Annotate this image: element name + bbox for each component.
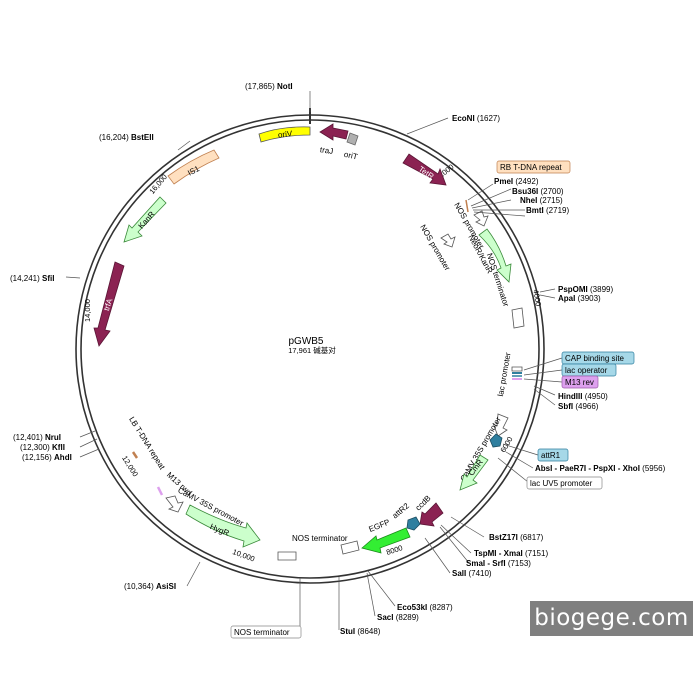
label-box-nos-terminator: NOS terminator <box>230 625 302 639</box>
label-box-m13-rev: M13 rev <box>561 375 599 389</box>
plasmid-size: 17,961 碱基对 <box>288 345 336 355</box>
site-apai: ApaI (3903) <box>558 294 601 303</box>
site-pspomi: PspOMI (3899) <box>558 285 613 294</box>
feature-label-nos-promoter-1: NOS promoter <box>452 201 486 250</box>
feature-orit: oriT <box>343 132 359 162</box>
feature-nos-terminator-2: NOS terminator <box>292 534 360 555</box>
svg-text:attR1: attR1 <box>541 451 561 460</box>
site-bmti: BmtI (2719) <box>526 206 569 215</box>
site-noti: (17,865) NotI <box>245 82 293 91</box>
site-econi: EcoNI (1627) <box>452 114 500 123</box>
feature-label-attr2: attR2 <box>390 501 411 521</box>
svg-text:lac UV5 promoter: lac UV5 promoter <box>530 479 593 488</box>
site-sfii: (14,241) SfiI <box>10 274 54 283</box>
site-nhei: NheI (2715) <box>520 196 563 205</box>
feature-label-nos-promoter-2: NOS promoter <box>418 223 452 272</box>
feature-oriv: oriV <box>258 126 311 143</box>
label-box-attr1: attR1 <box>537 448 569 462</box>
site-pmei: PmeI (2492) <box>494 177 539 186</box>
site-bstz17i: BstZ17I (6817) <box>489 533 544 542</box>
tick-10000: 10,000 <box>231 547 256 563</box>
site-bsu36i: Bsu36I (2700) <box>512 187 564 196</box>
site-ahdi: (12,156) AhdI <box>22 453 72 462</box>
feature-is1: IS1 <box>167 149 220 185</box>
site-bsteii: (16,204) BstEII <box>99 133 154 142</box>
site-hindiii: HindIII (4950) <box>558 392 608 401</box>
site-nrui: (12,401) NruI <box>13 433 61 442</box>
feature-tetr: TetR <box>402 153 447 186</box>
feature-label-trfa: trfA <box>102 297 115 312</box>
plasmid-name: pGWB5 <box>288 336 323 347</box>
feature-m13-fwd: M13 rwd <box>156 470 194 497</box>
site-connectors <box>65 91 563 630</box>
svg-text:lac operator: lac operator <box>565 366 608 375</box>
feature-trfa: trfA <box>93 261 125 347</box>
svg-text:CAP binding site: CAP binding site <box>565 354 625 363</box>
feature-label-egfp: EGFP <box>368 517 392 534</box>
feature-nos-promoter-2: NOS promoter <box>418 223 456 272</box>
tick-4000: 4000 <box>531 289 543 307</box>
watermark-logo: biogege.com <box>530 601 693 636</box>
svg-text:NOS terminator: NOS terminator <box>234 628 290 637</box>
feature-attr1 <box>489 433 503 448</box>
site-kfli: (12,300) KflI <box>20 443 65 452</box>
label-box-lac-uv5: lac UV5 promoter <box>526 476 603 490</box>
svg-text:M13 rev: M13 rev <box>565 378 594 387</box>
feature-traj: traJ <box>319 123 349 156</box>
site-smai: SmaI - SrfI (7153) <box>466 559 531 568</box>
feature-lac-promoter: lac promoter <box>496 351 523 397</box>
tick-14000: 14,000 <box>83 299 92 322</box>
svg-text:RB T-DNA repeat: RB T-DNA repeat <box>500 163 562 172</box>
site-absi: AbsI - PaeR7I - PspXI - XhoI (5956) <box>535 464 666 473</box>
site-eco53ki: Eco53kI (8287) <box>397 603 453 612</box>
site-tspmi: TspMI - XmaI (7151) <box>474 549 548 558</box>
feature-kanr-left: KanR <box>123 196 167 243</box>
label-box-rb-tdna: RB T-DNA repeat <box>496 160 571 174</box>
feature-label-camv-promoter-1: CaMV 35S promoter <box>459 415 503 483</box>
feature-label-oriv: oriV <box>278 129 294 140</box>
label-box-cap-site: CAP binding site <box>561 351 635 365</box>
site-sali: SalI (7410) <box>452 569 492 578</box>
site-marker-rb <box>465 199 469 213</box>
site-saci: SacI (8289) <box>377 613 419 622</box>
label-box-lac-operator: lac operator <box>561 363 617 377</box>
site-sbfi: SbfI (4966) <box>558 402 599 411</box>
feature-label-nos-terminator-2: NOS terminator <box>292 534 348 543</box>
site-asisi: (10,364) AsiSI <box>124 582 176 591</box>
feature-nos-terminator-3 <box>277 551 297 561</box>
feature-label-traj: traJ <box>319 145 333 156</box>
feature-label-orit: oriT <box>343 150 358 162</box>
site-stui: StuI (8648) <box>340 627 381 636</box>
feature-label-lac-promoter: lac promoter <box>496 351 513 397</box>
